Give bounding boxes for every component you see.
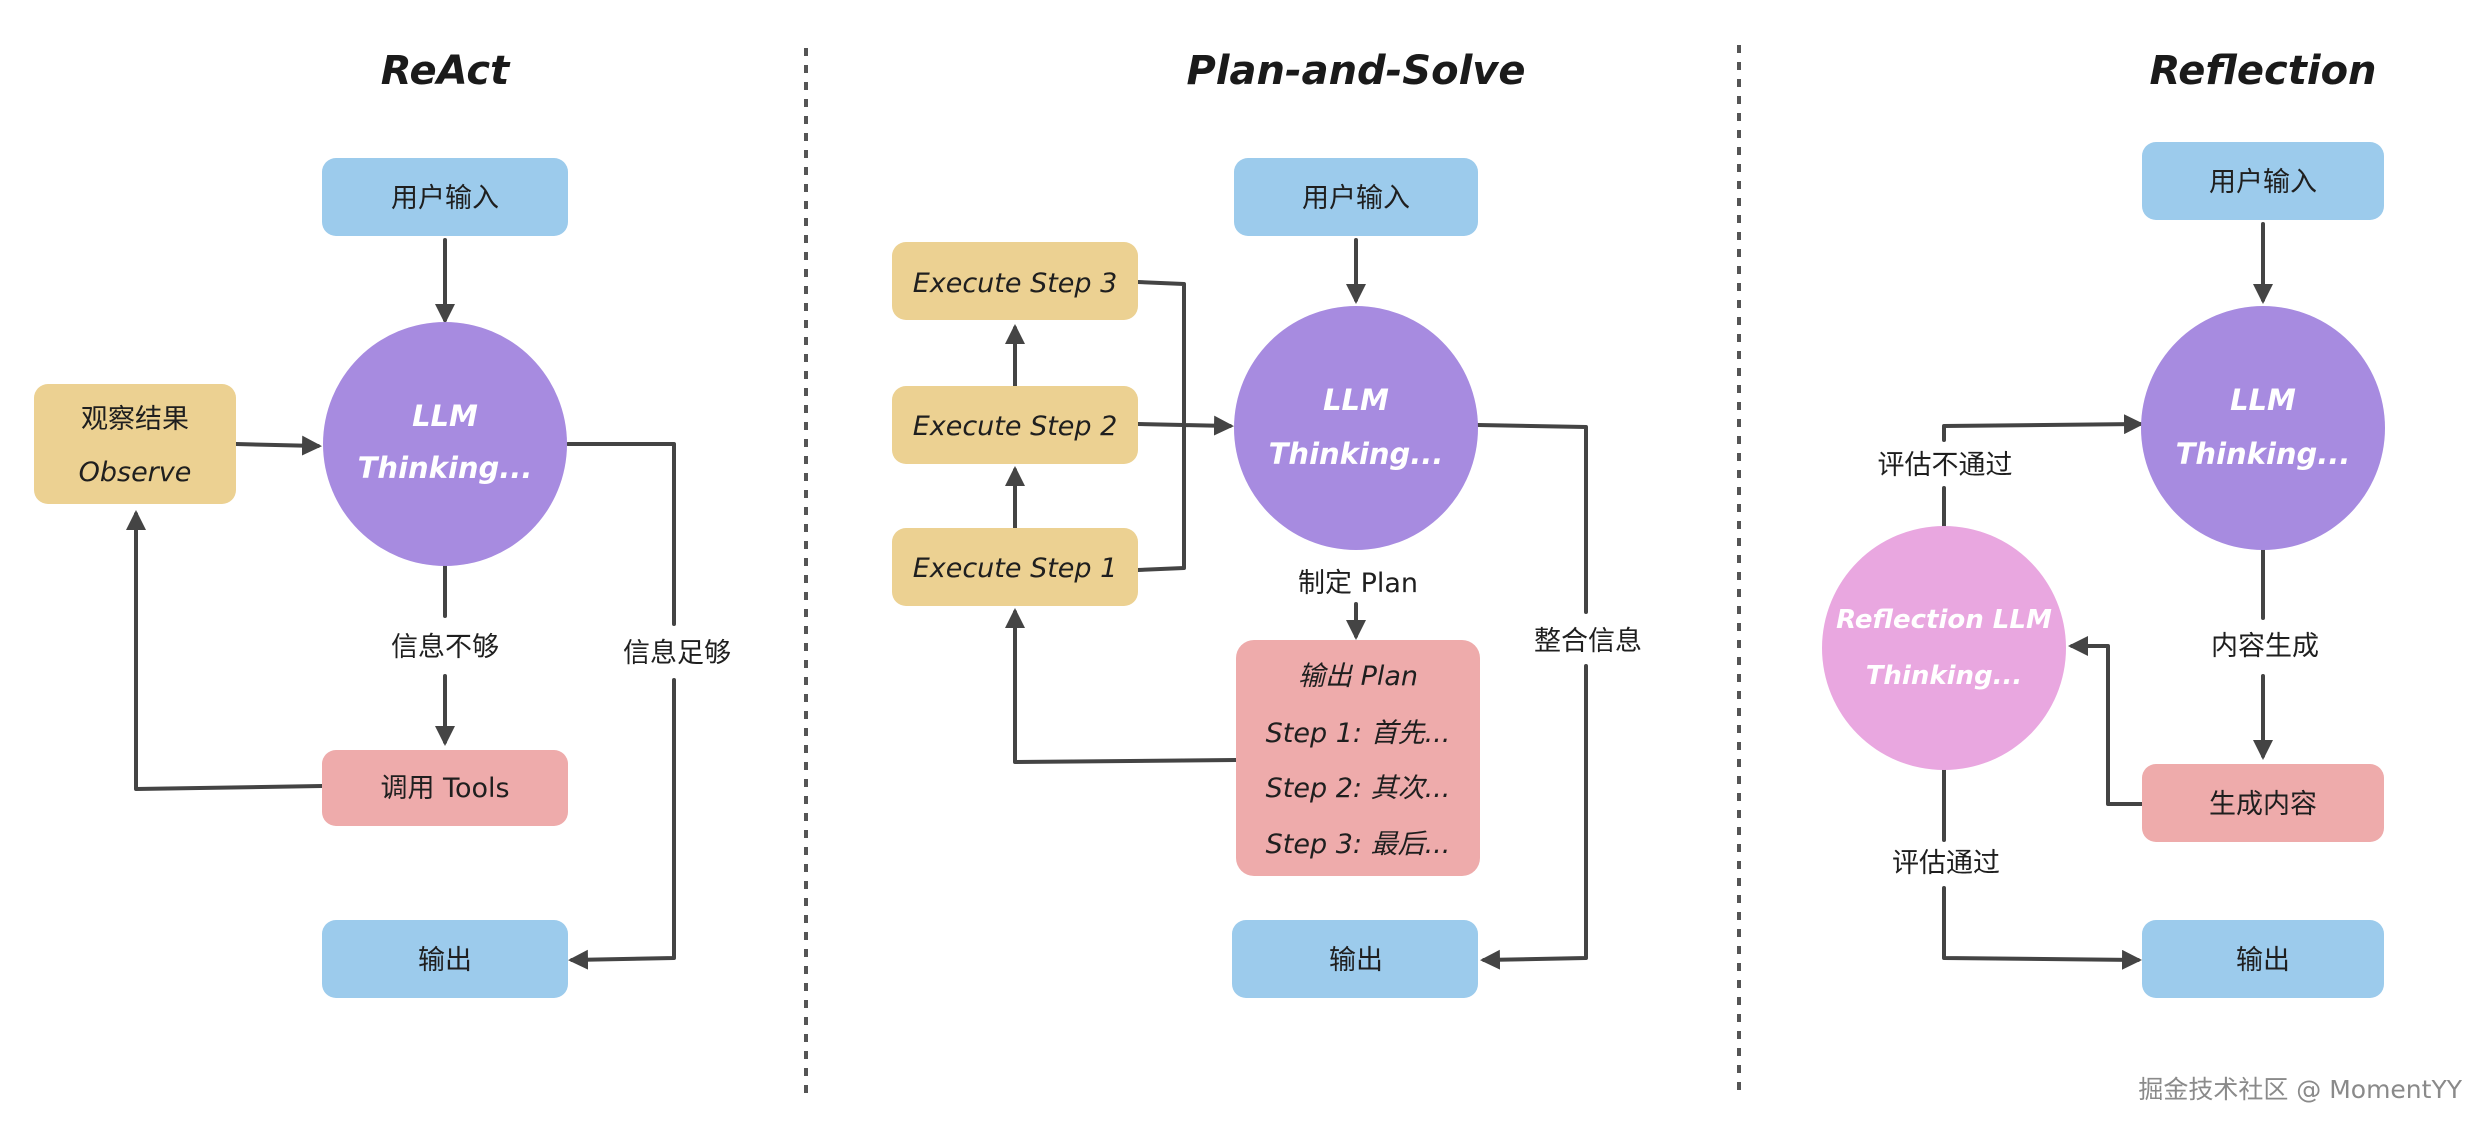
react-label-enough: 信息足够: [623, 638, 731, 669]
ref-generated-box: [2142, 764, 2384, 842]
ps-plan-line-2: Step 1: 首先...: [1266, 718, 1451, 749]
ps-plan-line-4: Step 3: 最后...: [1266, 829, 1451, 860]
ps-step1-box: [892, 528, 1138, 606]
edge-ref-generated-to-reflect: [2068, 636, 2144, 806]
ps-step1-label: Execute Step 1: [913, 553, 1118, 584]
ps-plan-line-3: Step 2: 其次...: [1266, 773, 1451, 804]
ref-user-input-box: [2142, 142, 2384, 220]
react-observe-label-1: 观察结果: [81, 404, 189, 435]
edge-ref-reflect-to-llm: [1942, 424, 2140, 528]
edge-ps-plan-to-step1: [1005, 608, 1238, 764]
ps-user-input-box: [1234, 158, 1478, 236]
edge-react-observe-to-llm: [234, 435, 322, 456]
react-label-not-enough: 信息不够: [391, 632, 499, 663]
ps-plan-line-1: 输出 Plan: [1298, 661, 1418, 692]
react-output-box: [322, 920, 568, 998]
ps-llm-node: [1234, 306, 1478, 550]
ref-label-generate: 内容生成: [2211, 631, 2319, 662]
reflection-title: Reflection: [2149, 48, 2376, 94]
ps-llm-label-2: Thinking...: [1269, 437, 1444, 471]
edge-ps-steps-to-llm: [1136, 280, 1230, 572]
edge-ps-llm-to-output: [1478, 423, 1588, 960]
ps-output-label: 输出: [1329, 945, 1383, 976]
react-user-input-box: [322, 158, 568, 236]
react-llm-label-2: Thinking...: [358, 451, 533, 485]
ps-step3-box: [892, 242, 1138, 320]
react-observe-label-2: Observe: [79, 457, 192, 488]
ref-llm-node: [2141, 306, 2385, 550]
ref-label-fail: 评估不通过: [1878, 450, 2013, 481]
ps-output-box: [1232, 920, 1478, 998]
ps-user-input-label: 用户输入: [1302, 183, 1410, 214]
react-title: ReAct: [381, 48, 511, 94]
react-tools-label: 调用 Tools: [380, 773, 509, 804]
ps-plan-box: [1236, 640, 1480, 876]
ref-llm-label-2: Thinking...: [2176, 437, 2351, 471]
react-output-label: 输出: [418, 945, 472, 976]
ref-generated-label: 生成内容: [2209, 789, 2317, 820]
ref-llm-label-1: LLM: [2230, 383, 2296, 417]
react-user-input-label: 用户输入: [391, 183, 499, 214]
react-observe-box: [34, 384, 236, 504]
ref-reflection-label-2: Thinking...: [1866, 661, 2023, 691]
ps-label-integrate: 整合信息: [1534, 626, 1642, 657]
react-llm-node: [323, 322, 567, 566]
watermark-text: 掘金技术社区 @ MomentYY: [2138, 1075, 2462, 1104]
react-llm-label-1: LLM: [412, 399, 478, 433]
ref-user-input-label: 用户输入: [2209, 167, 2317, 198]
ref-label-pass: 评估通过: [1892, 848, 2000, 879]
edge-ref-reflect-to-output: [1942, 766, 2138, 960]
ref-reflection-node: [1822, 526, 2066, 770]
ps-step2-box: [892, 386, 1138, 464]
ps-label-make-plan: 制定 Plan: [1298, 568, 1418, 599]
ref-output-label: 输出: [2236, 945, 2290, 976]
ref-output-box: [2142, 920, 2384, 998]
edge-react-tools-to-observe: [126, 510, 324, 791]
ref-reflection-label-1: Reflection LLM: [1836, 605, 2052, 635]
ps-llm-label-1: LLM: [1323, 383, 1389, 417]
edge-react-llm-to-output: [568, 442, 676, 960]
ps-step3-label: Execute Step 3: [913, 268, 1118, 299]
ps-step2-label: Execute Step 2: [913, 411, 1118, 442]
react-tools-box: [322, 750, 568, 826]
plan-solve-title: Plan-and-Solve: [1186, 48, 1525, 94]
